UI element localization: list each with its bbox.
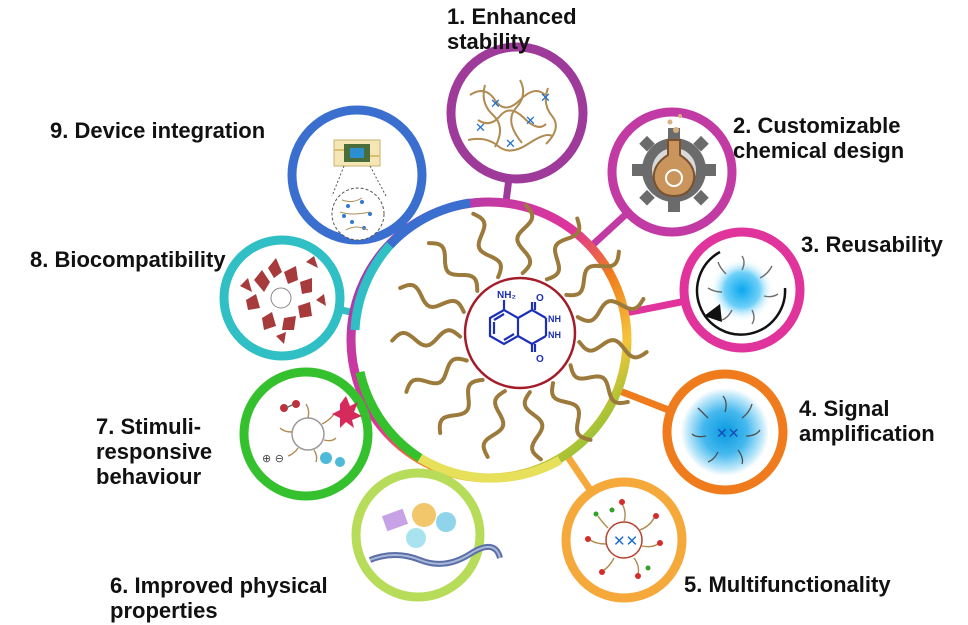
flask-gear-icon bbox=[632, 114, 716, 212]
carbonyl-oxygen-bottom: O bbox=[536, 354, 544, 365]
polymer-chain bbox=[544, 216, 582, 282]
polymer-chain bbox=[404, 356, 469, 394]
feature-label-line: 4. Signal bbox=[799, 396, 890, 421]
svg-text:✕: ✕ bbox=[490, 97, 501, 112]
feature-label-line: behaviour bbox=[96, 464, 202, 489]
svg-text:✕: ✕ bbox=[505, 137, 516, 152]
composite-film-icon bbox=[368, 503, 503, 567]
feature-label-reusability: 3. Reusability bbox=[801, 232, 943, 257]
responsive-nanoparticle-icon: ⊕ ⊖ bbox=[262, 396, 362, 467]
polymer-network-icon: ✕ ✕ ✕ ✕ ✕ bbox=[467, 79, 557, 152]
polymer-chain bbox=[568, 363, 630, 406]
feature-label-line: stability bbox=[447, 29, 531, 54]
svg-text:✕✕: ✕✕ bbox=[716, 426, 739, 442]
svg-text:✕: ✕ bbox=[475, 121, 486, 136]
connector-multifunctionality bbox=[564, 454, 595, 494]
feature-label-device: 9. Device integration bbox=[50, 118, 265, 143]
feature-label-line: amplification bbox=[799, 421, 935, 446]
recycle-nanoparticle-icon bbox=[695, 250, 787, 336]
polymer-chain bbox=[549, 381, 593, 442]
amine-label: NH₂ bbox=[497, 290, 516, 301]
polymer-chain bbox=[564, 249, 621, 298]
luminol-structure-icon bbox=[488, 300, 548, 352]
polymer-chain bbox=[390, 328, 463, 348]
feature-label-biocompatibility: 8. Biocompatibility bbox=[30, 247, 226, 272]
feature-label-line: responsive bbox=[96, 439, 213, 464]
feature-label-line: 5. Multifunctionality bbox=[684, 572, 891, 597]
chip-device-icon bbox=[331, 139, 387, 241]
polymer-chain bbox=[398, 282, 466, 314]
glowing-nanoparticle-icon: ✕✕ bbox=[681, 388, 769, 476]
feature-label-line: 2. Customizable bbox=[733, 113, 901, 138]
polymer-chain bbox=[426, 241, 480, 293]
svg-text:✕✕: ✕✕ bbox=[613, 532, 638, 550]
feature-label-line: properties bbox=[110, 598, 218, 623]
nh-top-label: NH bbox=[548, 314, 561, 324]
cell-cluster-icon bbox=[240, 256, 326, 344]
connector-reusability bbox=[625, 297, 686, 317]
feature-label-line: chemical design bbox=[733, 138, 905, 163]
carbonyl-oxygen-top: O bbox=[536, 293, 544, 304]
feature-label-multifunctionality: 5. Multifunctionality bbox=[684, 572, 891, 597]
polymer-chains bbox=[390, 203, 649, 462]
svg-text:⊕ ⊖: ⊕ ⊖ bbox=[262, 452, 284, 465]
connector-signal bbox=[618, 387, 673, 415]
feature-label-line: 9. Device integration bbox=[50, 118, 266, 143]
feature-label-line: 1. Enhanced bbox=[447, 4, 577, 29]
connector-design bbox=[589, 209, 631, 248]
polymer-chain bbox=[471, 211, 504, 280]
nh-bottom-label: NH bbox=[548, 330, 561, 340]
feature-label-line: 7. Stimuli- bbox=[96, 414, 202, 439]
functionalized-nanoparticle-icon: ✕✕ bbox=[585, 499, 663, 579]
luminol-core: NH₂ O O NH NH bbox=[463, 276, 577, 390]
feature-label-line: 8. Biocompatibility bbox=[30, 247, 226, 272]
polymer-chain bbox=[437, 377, 485, 435]
svg-text:✕: ✕ bbox=[525, 114, 536, 129]
svg-text:✕: ✕ bbox=[540, 91, 551, 106]
polymer-chain bbox=[515, 203, 535, 276]
polymer-chain bbox=[481, 389, 507, 459]
feature-icons: ✕ ✕ ✕ ✕ ✕ bbox=[240, 79, 787, 579]
polymer-chain bbox=[522, 390, 545, 462]
feature-label-line: 3. Reusability bbox=[801, 232, 943, 257]
feature-label-line: 6. Improved physical bbox=[110, 573, 328, 598]
polymer-chain bbox=[575, 297, 646, 324]
polymer-chain bbox=[577, 338, 649, 360]
